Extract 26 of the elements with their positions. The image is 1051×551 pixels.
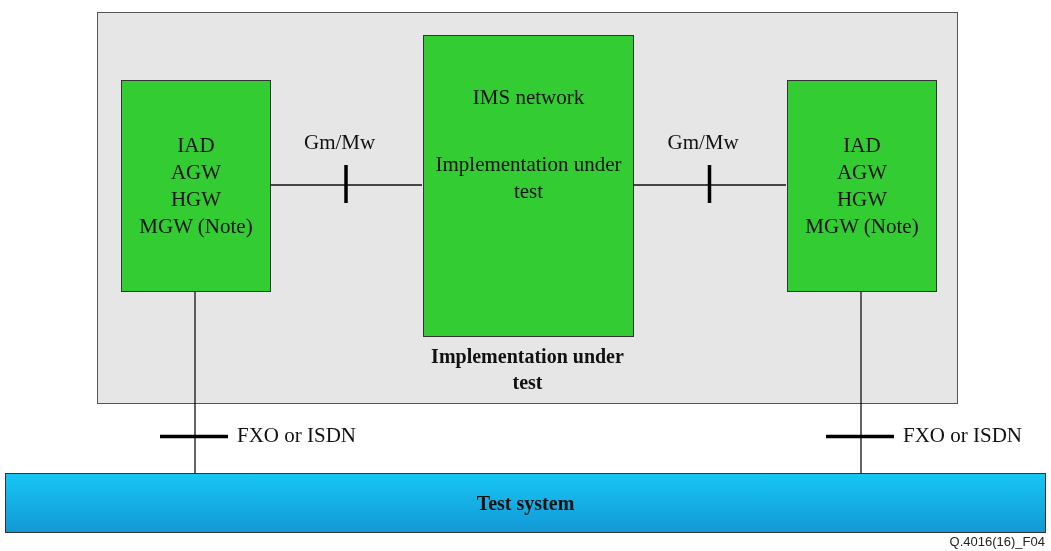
- box-text: AGW: [836, 159, 888, 186]
- connector-line: [194, 290, 196, 474]
- box-text: IAD: [843, 132, 881, 159]
- bar-title: Test system: [476, 491, 575, 516]
- system-boundary: [97, 12, 958, 404]
- box-text: MGW (Note): [139, 213, 253, 240]
- box-text: IAD: [177, 132, 215, 159]
- connector-line: [632, 184, 787, 186]
- gateway-box: [121, 80, 271, 292]
- edge-label: FXO or ISDN: [903, 422, 1022, 448]
- test-system-bar: [5, 473, 1046, 533]
- edge-label: Gm/Mw: [667, 130, 739, 155]
- box-text: AGW: [170, 159, 222, 186]
- edge-label: Gm/Mw: [304, 130, 376, 155]
- box-text: Implementation under test: [434, 151, 623, 205]
- figure-number: Q.4016(16)_F04: [949, 534, 1045, 549]
- boundary-title: Implementation under test: [430, 344, 625, 395]
- box-text: HGW: [836, 186, 888, 213]
- box-text: IMS network: [472, 84, 585, 111]
- connector-line: [269, 184, 423, 186]
- gateway-box: [787, 80, 937, 292]
- network-box: [423, 35, 634, 337]
- box-text: MGW (Note): [805, 213, 919, 240]
- box-text: HGW: [170, 186, 222, 213]
- connector-line: [860, 290, 862, 474]
- edge-label: FXO or ISDN: [237, 422, 356, 448]
